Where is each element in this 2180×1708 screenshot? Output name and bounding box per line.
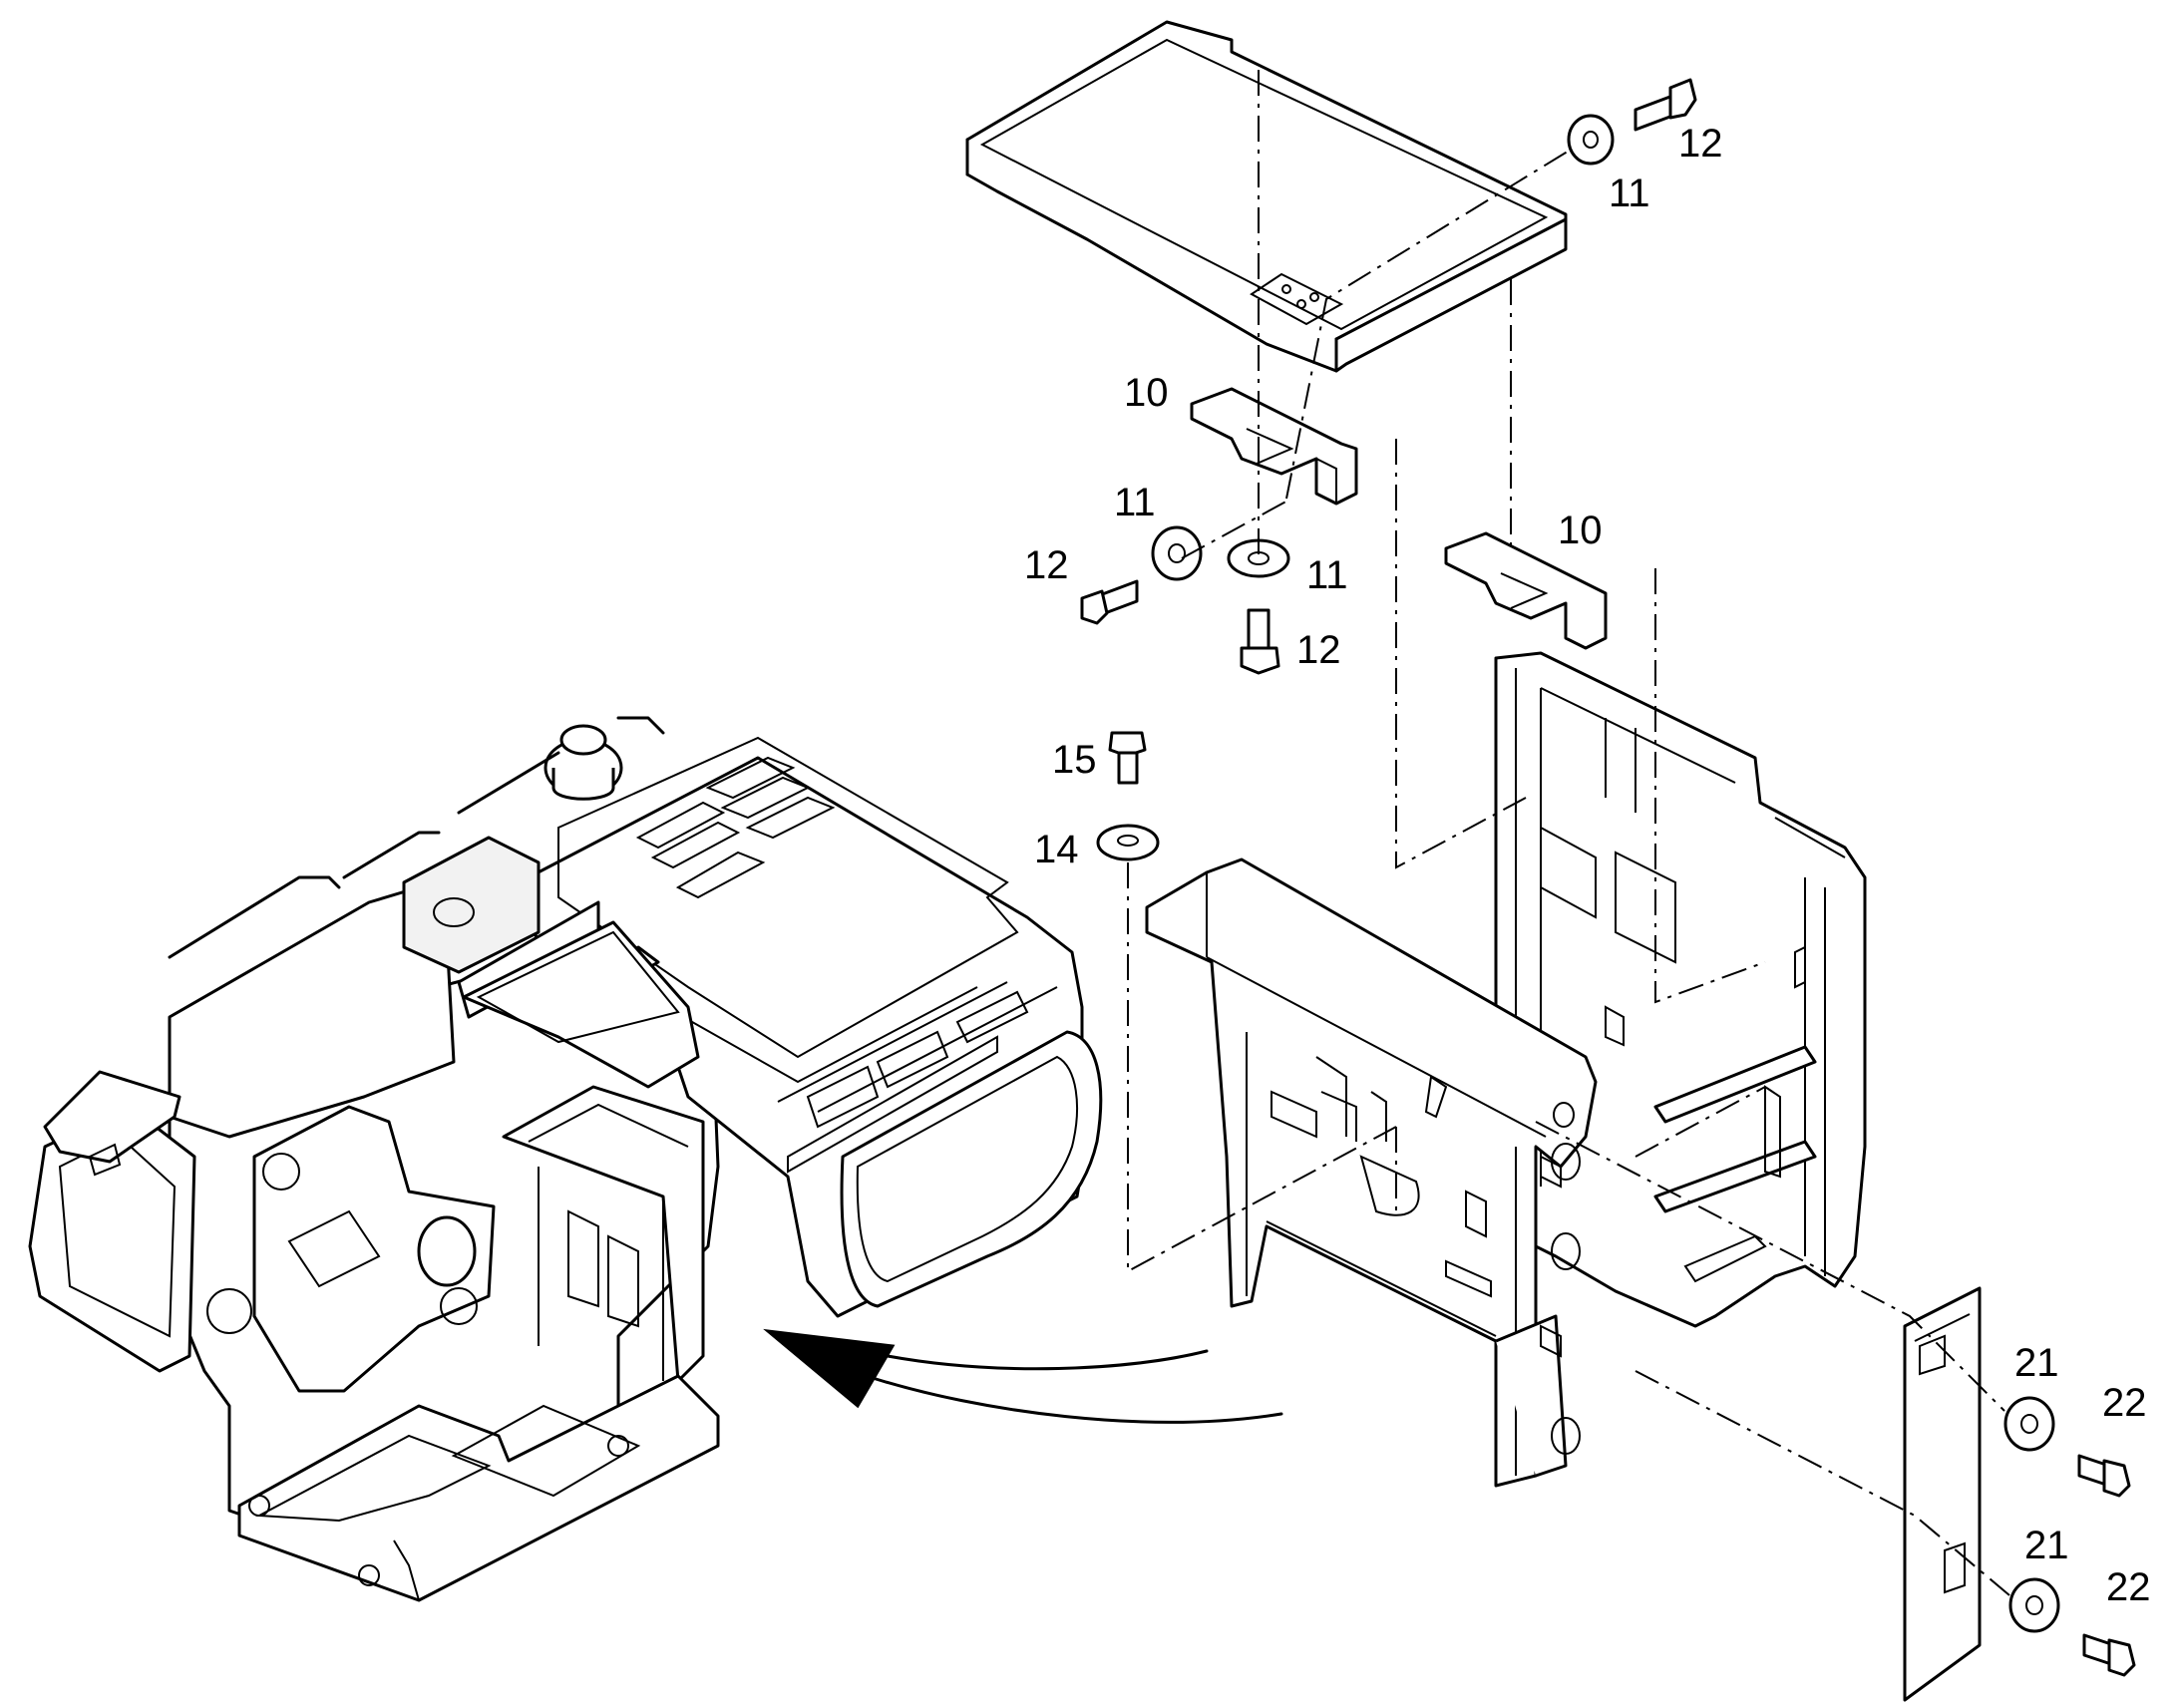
bolt-12-mid-left	[1080, 579, 1139, 625]
bracket-10-right	[1444, 531, 1608, 650]
washer-21-lower	[2008, 1577, 2060, 1633]
callout-15: 15	[1052, 738, 1097, 782]
washer-21-upper	[2003, 1396, 2055, 1452]
bolt-22-upper	[2077, 1454, 2131, 1498]
callout-10-left: 10	[1124, 371, 1169, 415]
callout-12-mid-right: 12	[1296, 628, 1341, 672]
bracket-10-left	[1190, 387, 1358, 506]
bolt-15	[1108, 731, 1147, 785]
washer-14	[1096, 824, 1160, 861]
callout-21-upper: 21	[2014, 1341, 2059, 1385]
bolt-12-top	[1634, 78, 1697, 132]
callout-22-lower: 22	[2106, 1565, 2151, 1609]
washer-11-mid-left	[1151, 525, 1203, 581]
callout-10-right: 10	[1558, 509, 1603, 552]
alignment-lines	[1127, 70, 2010, 1596]
callout-22-upper: 22	[2102, 1381, 2147, 1425]
front-frame	[1145, 857, 1598, 1488]
rear-frame	[1494, 651, 1867, 1328]
callout-labels: 12 11 10 11 12 11 12 10 15 14 21 22 21 2…	[1024, 122, 2151, 1609]
callout-12-top: 12	[1678, 122, 1723, 166]
assembly-arrow	[763, 1328, 1283, 1424]
washer-11-top	[1567, 114, 1615, 166]
callout-11-mid-right: 11	[1306, 553, 1348, 597]
callout-11-mid-left: 11	[1114, 481, 1156, 524]
callout-14: 14	[1034, 828, 1079, 871]
callout-12-mid-left: 12	[1024, 543, 1069, 587]
cover-plate	[965, 20, 1568, 373]
bolt-22-lower	[2082, 1633, 2136, 1677]
callout-21-lower: 21	[2024, 1524, 2069, 1567]
side-plate	[1903, 1286, 1982, 1702]
machine-body	[28, 716, 1103, 1602]
bolt-12-mid-right	[1240, 608, 1280, 675]
callout-11-top: 11	[1609, 171, 1650, 215]
